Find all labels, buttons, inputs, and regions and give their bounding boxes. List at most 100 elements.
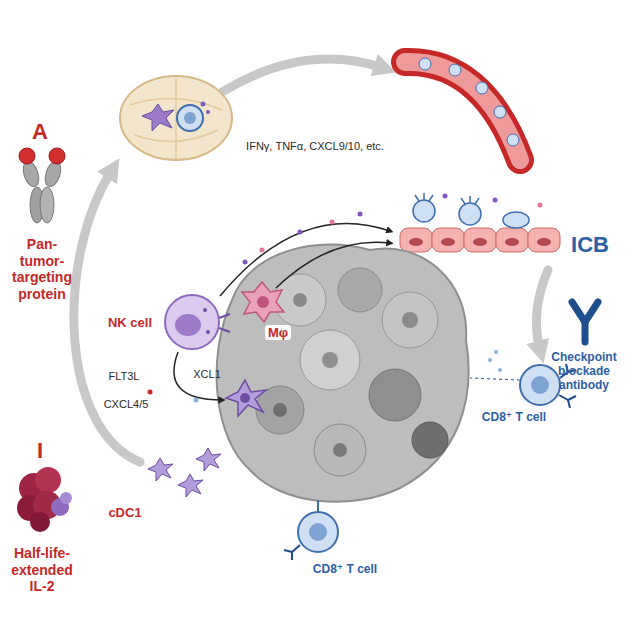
lymph-node — [206, 110, 210, 114]
antibody-icon — [585, 302, 598, 322]
tumor — [402, 312, 418, 328]
nk-cell — [175, 314, 201, 336]
panel-letter: I — [37, 438, 43, 464]
cdc1-cell — [148, 458, 173, 481]
endothelium — [496, 228, 528, 252]
panel-letter: ICB — [571, 232, 609, 258]
antibody-icon — [572, 302, 598, 342]
t-cell — [284, 545, 300, 560]
targeting-protein-icon — [19, 148, 65, 223]
endothelium — [400, 228, 432, 252]
nk-cell — [165, 295, 230, 349]
cycle-arrow — [222, 59, 383, 92]
nk-cell — [165, 295, 219, 349]
blood-vessel — [405, 58, 520, 160]
endothelium — [432, 228, 464, 252]
cytokine-dots — [494, 350, 498, 354]
cdc1-cell — [196, 448, 221, 471]
blood-vessel — [494, 106, 506, 118]
cytokine-dots — [330, 220, 335, 225]
targeting-protein-icon — [42, 159, 63, 188]
tumor — [273, 403, 287, 417]
endothelium — [505, 238, 519, 246]
nk-cell — [206, 330, 210, 334]
cell-label: Mφ — [265, 325, 291, 340]
endothelium — [464, 228, 496, 252]
targeting-protein-icon — [19, 148, 35, 164]
il2-protein-icon — [35, 467, 61, 493]
tumor — [300, 330, 360, 390]
cytokine-dots — [148, 212, 503, 403]
cytokine-dots — [498, 368, 502, 372]
tumor — [369, 369, 421, 421]
lymph-node — [177, 105, 203, 131]
cytokine-label: IFNγ, TNFα, CXCL9/10, etc. — [246, 140, 384, 153]
t-cell — [520, 365, 560, 405]
endothelium — [503, 212, 529, 228]
endothelium — [459, 203, 481, 225]
cytokine-dots — [358, 212, 363, 217]
cell-label: CD8⁺ T cell — [482, 410, 546, 424]
endothelium — [441, 238, 455, 246]
tumor — [382, 292, 438, 348]
agent-label: Pan-tumor-targeting protein — [6, 236, 78, 302]
panel-letter: A — [32, 119, 48, 145]
t-cell — [284, 500, 338, 560]
cell-label: CD8⁺ T cell — [313, 562, 377, 576]
t-cell — [470, 378, 520, 380]
cytokine-dots — [243, 260, 248, 265]
tumor — [412, 422, 448, 458]
endothelium — [409, 238, 423, 246]
signal-arrow — [174, 352, 222, 400]
cdc1-cell — [226, 380, 266, 416]
blood-vessel — [476, 82, 488, 94]
macrophage — [242, 282, 284, 322]
cell-label: cDC1 — [108, 505, 141, 520]
blood-vessel — [405, 62, 520, 160]
macrophage — [257, 296, 269, 308]
lymph-node — [130, 78, 222, 160]
il2-protein-icon — [30, 512, 50, 532]
cdc1-cell — [240, 393, 250, 403]
nk-cell — [219, 314, 230, 332]
lymph-node — [184, 112, 196, 124]
t-cell — [298, 512, 338, 552]
lymph-node — [120, 76, 232, 160]
agent-label: Half-life-extended IL-2 — [6, 545, 78, 595]
targeting-protein-icon — [20, 159, 41, 188]
lymph-node — [120, 76, 232, 160]
tumor — [217, 244, 469, 501]
t-cell — [309, 523, 327, 541]
endothelium — [493, 198, 498, 203]
il2-protein-icon — [17, 467, 72, 532]
blood-vessel — [507, 134, 519, 146]
endothelium — [537, 238, 551, 246]
macrophage — [242, 282, 284, 322]
cytokine-dots — [194, 398, 199, 403]
signal-arrow — [220, 223, 390, 296]
nk-cell — [203, 308, 207, 312]
tumor — [322, 352, 338, 368]
blood-vessel — [405, 62, 520, 160]
endothelium — [538, 203, 543, 208]
endothelium — [415, 193, 479, 204]
cytokine-label: CXCL4/5 — [104, 398, 149, 411]
cytokine-label: XCL1 — [193, 368, 221, 381]
il2-protein-icon — [60, 492, 72, 504]
endothelium — [528, 228, 560, 252]
targeting-protein-icon — [49, 148, 65, 164]
cycle-arrow — [536, 270, 548, 350]
t-cell — [531, 376, 549, 394]
t-cell — [559, 395, 576, 408]
signal-arrow — [276, 242, 390, 288]
tumor — [314, 424, 366, 476]
tumor — [293, 293, 307, 307]
tumor — [338, 268, 382, 312]
cytokine-dots — [488, 358, 492, 362]
cdc1-cell — [226, 380, 266, 416]
endothelium — [413, 200, 435, 222]
lymph-node — [201, 102, 206, 107]
tumor — [333, 443, 347, 457]
